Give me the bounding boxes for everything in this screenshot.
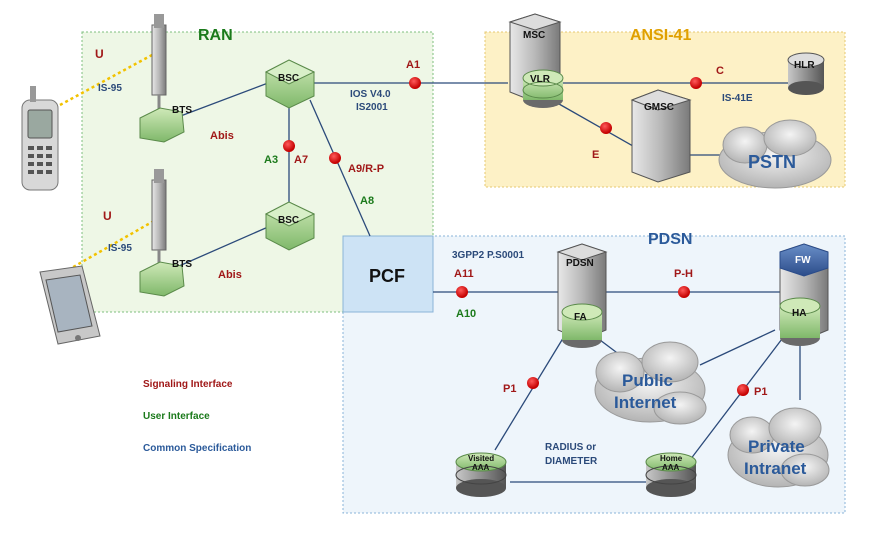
vlr-db-icon (522, 69, 564, 108)
a11-label: A11 (454, 268, 474, 280)
a3-label: A3 (264, 154, 278, 166)
hlr-db-icon (787, 52, 825, 95)
pstn-cloud-icon (718, 119, 832, 189)
bsc-top-icon (264, 59, 316, 109)
pcf-box (342, 235, 434, 313)
fw-label: FW (795, 255, 811, 266)
private-intranet-label-1: Private (748, 437, 805, 456)
fa-db-icon (561, 303, 603, 348)
antenna-bottom-icon (139, 169, 185, 297)
bts-bottom-label: BTS (172, 259, 192, 270)
ios-label-1: IOS V4.0 (350, 89, 391, 100)
p1-left-label: P1 (503, 383, 516, 395)
bsc-top-label: BSC (278, 73, 299, 84)
fa-label: FA (574, 312, 587, 323)
pdsn-title: PDSN (648, 231, 692, 248)
ph-label: P-H (674, 268, 693, 280)
private-intranet-label-2: Intranet (744, 459, 807, 478)
e-label: E (592, 149, 599, 161)
ran-title: RAN (198, 27, 233, 44)
legend-signaling: Signaling Interface (143, 379, 233, 390)
visited-aaa-label-1: Visited (468, 454, 494, 463)
radius-label-2: DIAMETER (545, 456, 598, 467)
c-label: C (716, 65, 724, 77)
a1-label: A1 (406, 59, 420, 71)
p-s0001-label: 3GPP2 P.S0001 (452, 250, 525, 261)
a7-label: A7 (294, 154, 308, 166)
u-top-label: U (95, 47, 104, 61)
home-aaa-label-1: Home (660, 454, 683, 463)
home-aaa-label-2: AAA (662, 463, 680, 472)
gmsc-server-icon (630, 89, 692, 183)
legend-user: User Interface (143, 411, 210, 422)
ha-label: HA (792, 308, 806, 319)
a9-label: A9/R-P (348, 163, 384, 175)
private-intranet-cloud-icon (727, 407, 830, 488)
is95-bottom-label: IS-95 (108, 243, 132, 254)
public-internet-label-1: Public (622, 371, 673, 390)
hlr-label: HLR (794, 60, 815, 71)
home-aaa-db-icon (645, 452, 697, 497)
a10-label: A10 (456, 308, 476, 320)
pdsn-node-label: PDSN (566, 258, 594, 269)
antenna-top-icon (139, 14, 185, 143)
bsc-bottom-label: BSC (278, 215, 299, 226)
links (169, 82, 801, 483)
mobile-phone-icon (21, 86, 59, 191)
u-link-bottom (67, 220, 153, 272)
pcf-label: PCF (369, 266, 405, 286)
a8-label: A8 (360, 195, 374, 207)
radius-label-1: RADIUS or (545, 442, 596, 453)
bts-top-label: BTS (172, 105, 192, 116)
visited-aaa-label-2: AAA (472, 463, 490, 472)
visited-aaa-db-icon (455, 452, 507, 497)
u-bottom-label: U (103, 209, 112, 223)
ansi41-title: ANSI-41 (630, 27, 691, 44)
msc-label: MSC (523, 30, 545, 41)
p1-right-label: P1 (754, 386, 767, 398)
legend-common: Common Specification (143, 443, 251, 454)
public-internet-cloud-icon (594, 341, 707, 425)
bsc-bottom-icon (264, 201, 316, 251)
interface-dots (283, 77, 749, 396)
ios-label-2: IS2001 (356, 102, 388, 113)
abis-bottom-label: Abis (218, 269, 242, 281)
pda-device-icon (39, 265, 101, 345)
gmsc-label: GMSC (644, 102, 674, 113)
is41e-label: IS-41E (722, 93, 753, 104)
vlr-label: VLR (530, 74, 551, 85)
ha-db-icon (779, 297, 821, 346)
public-internet-label-2: Internet (614, 393, 677, 412)
is95-top-label: IS-95 (98, 83, 122, 94)
pstn-label: PSTN (748, 152, 796, 172)
abis-top-label: Abis (210, 130, 234, 142)
